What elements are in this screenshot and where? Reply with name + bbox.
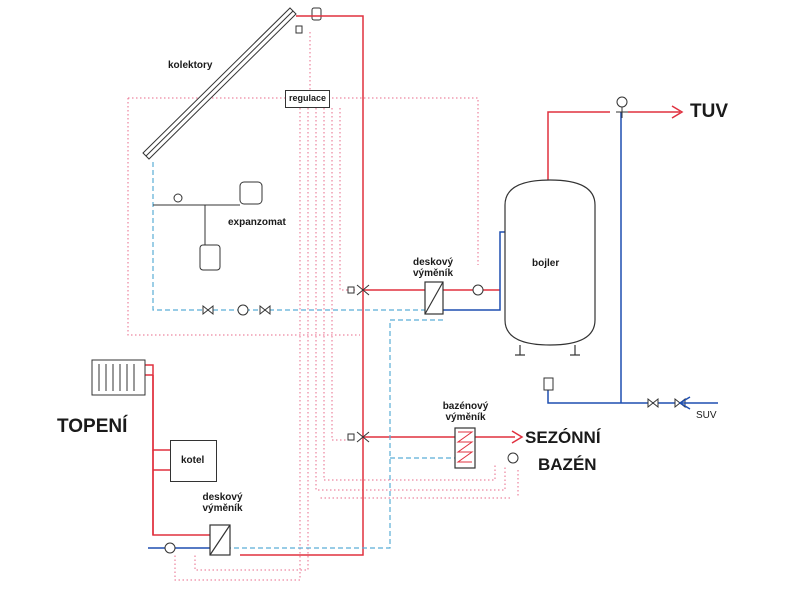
- kotel-box: [170, 440, 217, 482]
- flow-arrows: [511, 105, 718, 444]
- bazenovy-line2: výměník: [445, 412, 486, 423]
- sezonni-label: SEZÓNNÍ: [525, 428, 601, 447]
- control-wiring: [127, 32, 519, 581]
- deskovy-2-line2: výměník: [202, 503, 243, 514]
- solar-return-pipes: [152, 162, 455, 549]
- expanzomat-label: expanzomat: [228, 217, 286, 228]
- cold-pipes: [148, 112, 680, 549]
- bazenovy-line1: bazénový: [442, 401, 489, 412]
- plate-exchanger-1: [424, 281, 444, 315]
- deskovy-vymenik-1-label: deskový výměník: [408, 257, 458, 279]
- deskovy-1-line1: deskový: [412, 257, 454, 268]
- boiler-tank: [504, 179, 596, 356]
- kolektory-label: kolektory: [168, 60, 213, 71]
- valves: [202, 96, 686, 443]
- deskovy-vymenik-2-label: deskový výměník: [195, 492, 250, 514]
- radiator: [91, 359, 146, 396]
- topeni-label: TOPENÍ: [57, 416, 128, 437]
- bazenovy-vymenik-label: bazénový výměník: [438, 401, 493, 423]
- regulace-box: [285, 90, 330, 108]
- plate-exchanger-2: [209, 524, 231, 556]
- expansion-branch: [153, 181, 263, 271]
- deskovy-2-line1: deskový: [202, 492, 243, 503]
- kotel-label: kotel: [181, 455, 205, 466]
- suv-label: SUV: [696, 410, 717, 421]
- regulace-label: regulace: [289, 93, 327, 103]
- solar-collector: [142, 7, 322, 160]
- bojler-label: bojler: [532, 258, 560, 269]
- pumps: [164, 284, 519, 554]
- bazen-label: BAZÉN: [538, 455, 597, 474]
- pool-exchanger: [454, 427, 476, 469]
- tuv-label: TUV: [690, 101, 728, 122]
- deskovy-1-line2: výměník: [412, 268, 454, 279]
- hot-pipes: [145, 15, 680, 556]
